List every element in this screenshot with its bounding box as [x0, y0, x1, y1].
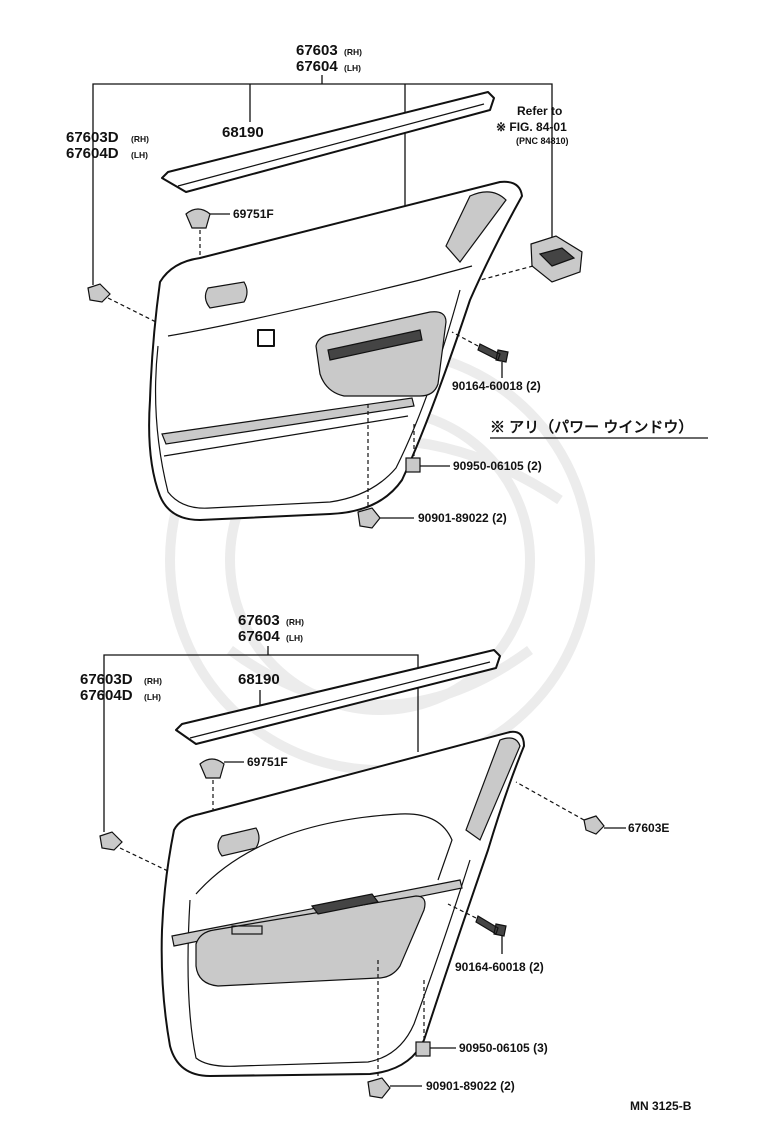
- upper-panel-rh-side: (RH): [344, 47, 362, 57]
- upper-board-lh-side: (LH): [131, 150, 148, 160]
- upper-cover: [405, 457, 421, 473]
- lower-left-fastener-dashed-leader: [119, 847, 171, 873]
- upper-nut: [357, 507, 381, 529]
- lower-panel-rh-label: 67603: [238, 612, 280, 629]
- upper-board-rh-side: (RH): [131, 134, 149, 144]
- lower-fastener-67603e-dashed-leader: [515, 781, 585, 821]
- lower-weatherstrip-label: 68190: [238, 671, 280, 688]
- lower-fastener-67603e-label: 67603E: [628, 821, 669, 835]
- upper-left-fastener: [87, 283, 111, 303]
- lower-screw-label: 90164-60018 (2): [455, 960, 544, 974]
- lower-panel-lh-label: 67604: [238, 628, 280, 645]
- upper-panel-molding: [161, 397, 415, 445]
- upper-option-note: ※ アリ（パワー ウインドウ）: [490, 418, 693, 436]
- lower-panel-inner-edge: [187, 859, 471, 1067]
- lower-diagram: 67603 (RH) 67604 (LH) 67603D (RH) 67604D…: [80, 612, 669, 1099]
- lower-board-rh-label: 67603D: [80, 671, 133, 688]
- lower-left-fastener: [99, 831, 123, 851]
- upper-panel-lh-label: 67604: [296, 58, 338, 75]
- figure-code: MN 3125-B: [630, 1099, 692, 1113]
- lower-board-lh-side: (LH): [144, 692, 161, 702]
- lower-armrest-slot: [231, 925, 263, 935]
- lower-panel-inner-arc: [195, 813, 453, 895]
- lower-screw: [475, 915, 507, 937]
- upper-panel-handle-recess: [204, 281, 248, 309]
- upper-panel-upper-edge: [167, 265, 473, 337]
- lower-nut-label: 90901-89022 (2): [426, 1079, 515, 1093]
- upper-clip-69751f: [185, 208, 211, 229]
- lower-clip-label: 69751F: [247, 755, 288, 769]
- lower-cover-label: 90950-06105 (3): [459, 1041, 548, 1055]
- upper-screw-dashed-leader: [451, 331, 479, 347]
- upper-weatherstrip: [161, 91, 495, 193]
- upper-window-switch-button: [538, 247, 576, 267]
- upper-board-lh-label: 67604D: [66, 145, 119, 162]
- upper-left-fastener-dashed-leader: [107, 297, 157, 323]
- upper-panel-inner-edge: [154, 289, 461, 509]
- lower-panel-rh-side: (RH): [286, 617, 304, 627]
- upper-clip-label: 69751F: [233, 207, 274, 221]
- lower-board-lh-label: 67604D: [80, 687, 133, 704]
- upper-panel-lh-side: (LH): [344, 63, 361, 73]
- lower-panel-handle-recess: [217, 827, 260, 857]
- upper-weatherstrip-label: 68190: [222, 124, 264, 141]
- upper-panel-molding-line: [163, 415, 409, 457]
- upper-refer-line2: ※ FIG. 84-01: [496, 120, 567, 134]
- upper-weatherstrip-groove: [177, 103, 485, 187]
- lower-armrest: [195, 895, 426, 987]
- lower-cover: [415, 1041, 431, 1057]
- upper-nut-label: 90901-89022 (2): [418, 511, 507, 525]
- lower-screw-dashed-leader: [447, 903, 477, 919]
- upper-bracket-leader: [92, 75, 553, 285]
- lower-panel-lh-side: (LH): [286, 633, 303, 643]
- upper-panel-cutout: [257, 329, 275, 347]
- lower-armrest-pull: [310, 893, 380, 915]
- upper-cover-label: 90950-06105 (2): [453, 459, 542, 473]
- lower-nut: [367, 1077, 391, 1099]
- upper-panel-rh-label: 67603: [296, 42, 338, 59]
- lower-fastener-67603e: [583, 815, 605, 835]
- lower-bracket-leader: [103, 646, 419, 832]
- lower-board-rh-side: (RH): [144, 676, 162, 686]
- lower-clip-69751f: [199, 758, 225, 779]
- lower-panel-corner: [465, 737, 521, 841]
- upper-screw-label: 90164-60018 (2): [452, 379, 541, 393]
- upper-armrest-pull: [327, 329, 423, 361]
- upper-panel-corner: [445, 191, 507, 263]
- upper-refer-line1: Refer to: [517, 104, 562, 118]
- lower-weatherstrip-groove: [189, 661, 491, 739]
- upper-refer-line3: (PNC 84810): [516, 136, 569, 146]
- upper-diagram: 67603 (RH) 67604 (LH) 67603D (RH) 67604D…: [66, 42, 708, 529]
- upper-board-rh-label: 67603D: [66, 129, 119, 146]
- upper-screw: [477, 343, 509, 363]
